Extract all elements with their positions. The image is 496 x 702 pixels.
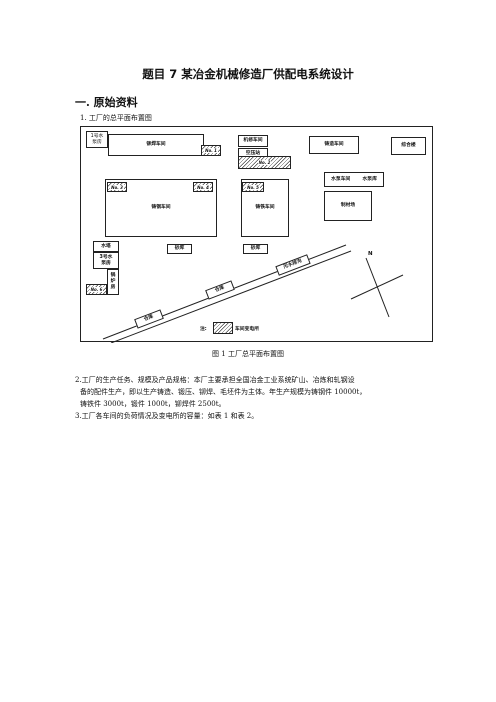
machining-shop: 机修车间: [238, 135, 268, 147]
road-lines: [102, 244, 404, 343]
document-title: 题目 7 某冶金机械修造厂供配电系统设计: [142, 67, 354, 81]
boiler-room: 锅 炉 房: [107, 269, 119, 295]
substation-no2: No. 2: [238, 156, 291, 169]
substation-no5: No. 5: [242, 182, 264, 192]
water-tower: 水塔: [93, 241, 119, 252]
figure-caption: 图 1 工厂总平面布置图: [212, 350, 284, 358]
casting-shop: 铸造车间: [309, 136, 359, 154]
water-pump-shop: 水泵车间: [331, 176, 351, 182]
legend-text: 车间变电所: [235, 327, 259, 332]
welding-shop: 铆焊车间: [108, 134, 204, 156]
item-3: 3.工厂各车间的负荷情况及变电所的容量：如表 1 和表 2。: [75, 412, 259, 420]
substation-no1: No. 1: [201, 145, 221, 156]
sand-store-1: 砂库: [167, 244, 192, 254]
item-2-line-2: 备的配件生产，即以生产铸造、锻压、铆焊、毛坯件为主体。年生产规模为铸钢件 100…: [80, 388, 367, 396]
substation-no4: No. 4: [193, 182, 213, 192]
legend-prefix: 注:: [200, 327, 207, 332]
north-axis-line: [365, 257, 390, 318]
north-cross-line: [350, 274, 404, 300]
item-2-line-1: 2.工厂的生产任务、规模及产品规格：本厂主要承担全国冶金工业系统矿山、冶炼和轧钢…: [75, 376, 355, 384]
water-pump-block: 水泵车间 水泵库: [324, 172, 384, 187]
substation-no6: No. 6: [86, 284, 107, 295]
item-1-heading: 1. 工厂的总平面布置图: [80, 114, 152, 122]
north-label: N: [368, 251, 373, 257]
office-building: 综合楼: [391, 137, 426, 155]
legend-swatch: [213, 322, 233, 334]
road-line-lower: [110, 250, 352, 343]
pump-room-1: 1号水 泵房: [86, 131, 108, 148]
section-heading: 一. 原始资料: [75, 96, 138, 109]
item-2-line-3: 铸铁件 3000t，锻件 1000t，铆焊件 2500t。: [80, 400, 226, 408]
factory-site-plan: 1号水 泵房 铆焊车间 No. 1 机修车间 空压站 No. 2 铸造车间 综合…: [80, 126, 433, 343]
water-pump-storage: 水泵库: [362, 176, 377, 182]
pump-room-3: 3号水 泵房: [93, 252, 119, 269]
material-yard: 制材场: [324, 191, 372, 221]
substation-no3: No. 3: [107, 182, 127, 192]
sand-store-2: 砂库: [243, 244, 268, 254]
